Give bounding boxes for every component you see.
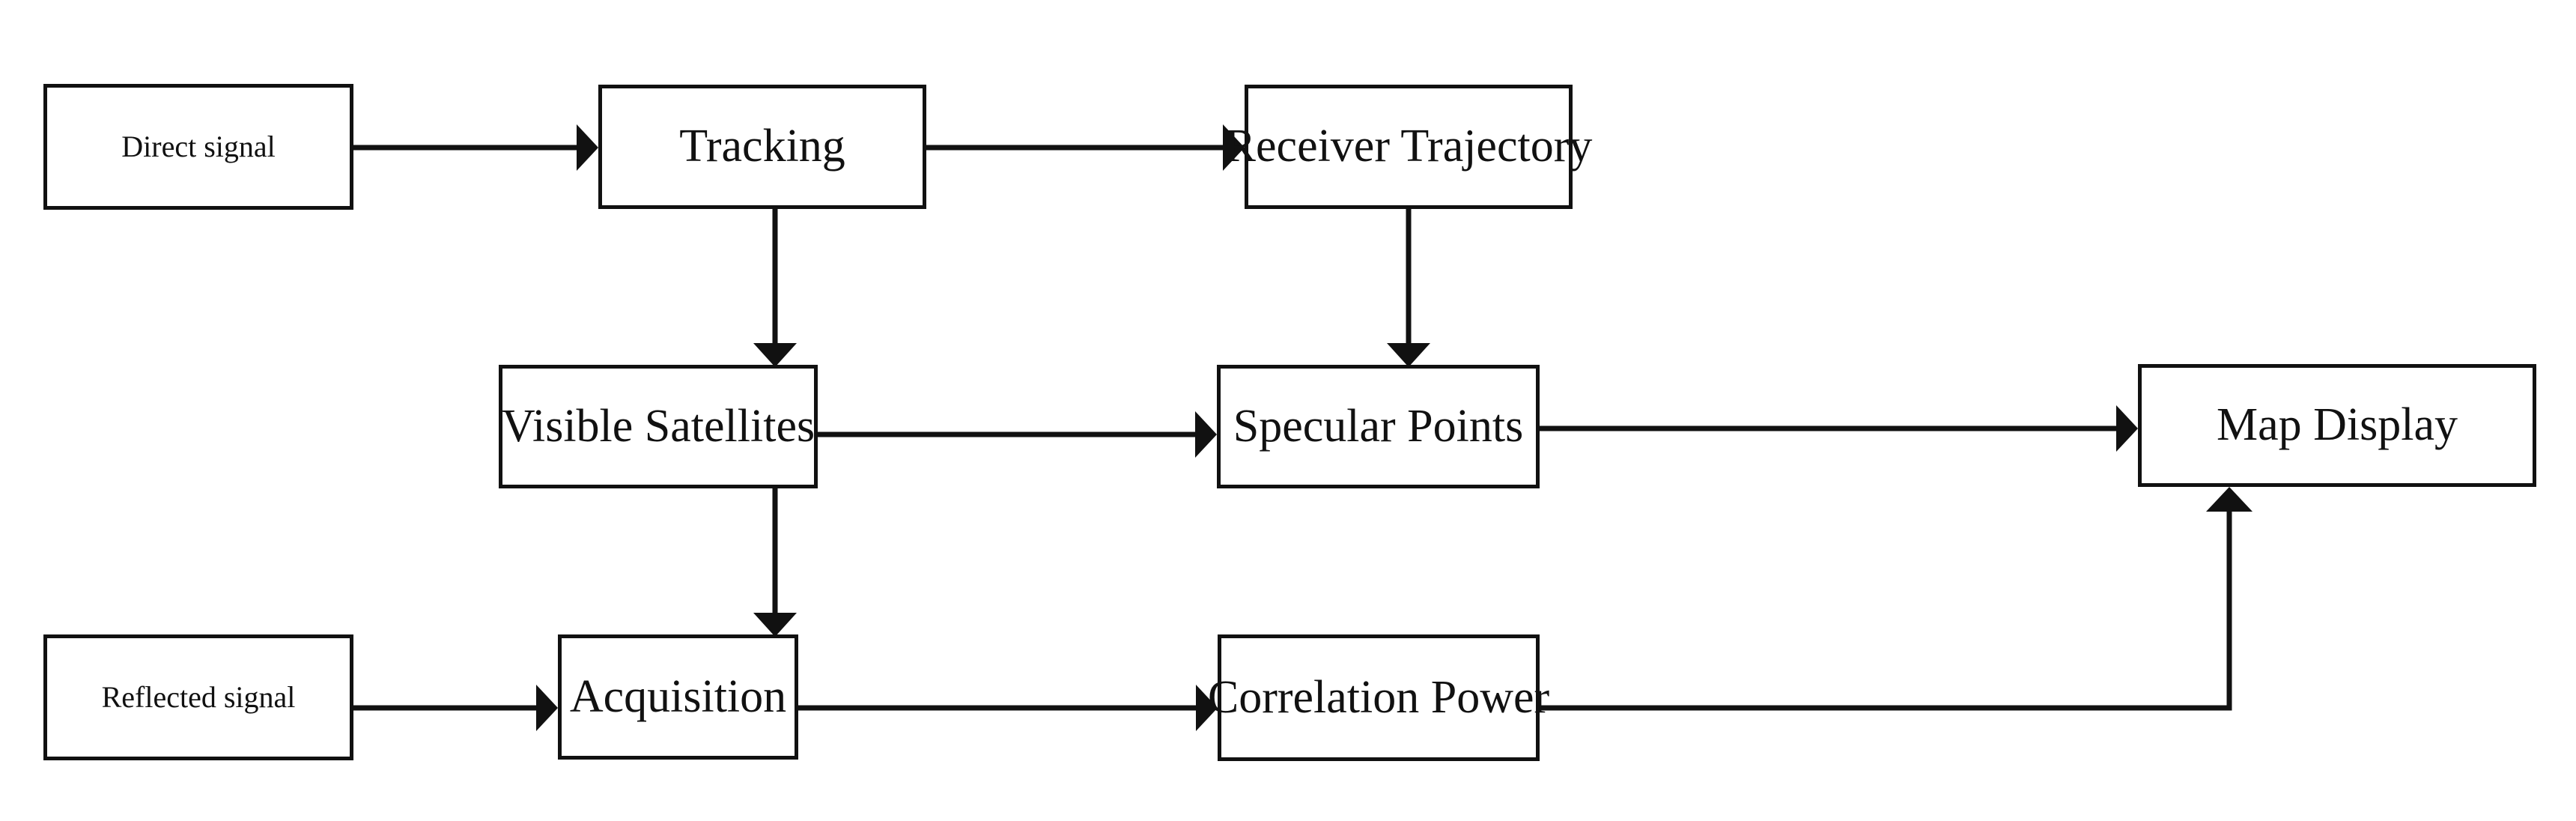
node-direct-signal[interactable]: Direct signal xyxy=(43,84,353,210)
node-visible-satellites[interactable]: Visible Satellites xyxy=(499,365,818,488)
node-label-correlation-power: Correlation Power xyxy=(1207,671,1550,723)
node-label-reflected-signal: Reflected signal xyxy=(101,680,296,714)
node-receiver-trajectory[interactable]: Receiver Trajectory xyxy=(1225,85,1592,209)
node-label-tracking: Tracking xyxy=(679,121,845,172)
edge-direct-signal-to-tracking xyxy=(353,124,598,171)
edge-reflected-signal-to-acquisition xyxy=(353,685,558,731)
node-label-receiver-trajectory: Receiver Trajectory xyxy=(1224,121,1593,172)
node-label-direct-signal: Direct signal xyxy=(121,130,276,163)
edge-tracking-to-visible-satellites xyxy=(753,209,797,367)
edge-receiver-trajectory-to-specular-points xyxy=(1387,209,1430,367)
node-map-display[interactable]: Map Display xyxy=(2138,364,2536,487)
node-label-specular-points: Specular Points xyxy=(1233,400,1524,452)
node-label-visible-satellites: Visible Satellites xyxy=(501,400,815,452)
edge-visible-satellites-to-specular-points xyxy=(818,411,1217,458)
node-label-acquisition: Acquisition xyxy=(569,670,787,722)
node-reflected-signal[interactable]: Reflected signal xyxy=(43,634,353,760)
node-acquisition[interactable]: Acquisition xyxy=(558,634,798,760)
edge-acquisition-to-correlation-power xyxy=(798,685,1218,731)
node-label-map-display: Map Display xyxy=(2216,399,2458,451)
node-specular-points[interactable]: Specular Points xyxy=(1217,365,1540,488)
edge-visible-satellites-to-acquisition xyxy=(753,488,797,637)
edge-tracking-to-receiver-trajectory xyxy=(926,124,1245,171)
edge-specular-points-to-map-display xyxy=(1540,405,2138,452)
node-correlation-power[interactable]: Correlation Power xyxy=(1208,634,1549,761)
node-tracking[interactable]: Tracking xyxy=(598,85,926,209)
edge-correlation-power-to-map-display xyxy=(1540,487,2253,711)
